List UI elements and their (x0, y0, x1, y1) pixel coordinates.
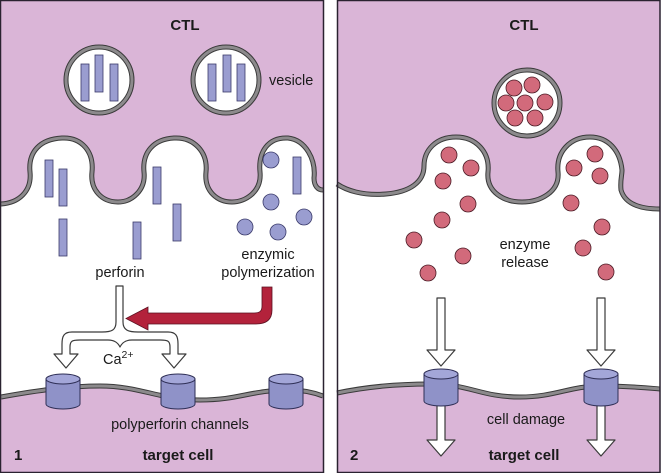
enzyme-dot (262, 193, 280, 211)
enzyme-granule (419, 264, 437, 282)
panel-2-released-enzymes (405, 145, 615, 282)
panel-2-arrow-out-left (426, 403, 456, 457)
enzyme-dot (236, 218, 254, 236)
panel-2: CTL enzyme release cell damage target ce… (335, 0, 661, 473)
perforin-rod (222, 54, 232, 93)
panel-1-red-arrow (125, 286, 273, 331)
calcium-charge: 2+ (122, 349, 134, 361)
panel-1-enzymic-label: enzymic (241, 247, 294, 263)
panel-2-ctl-membrane-fill (336, 135, 661, 211)
panel-2-damage-label: cell damage (487, 412, 565, 428)
enzyme-granule (574, 239, 592, 257)
perforin-rod (292, 156, 302, 195)
enzyme-granule (506, 109, 524, 127)
panel-2-enzyme-label: enzyme (500, 237, 551, 253)
enzyme-granule (433, 211, 451, 229)
perforin-rod (172, 203, 182, 242)
perforin-rod (109, 63, 119, 102)
panel-2-arrow-out-right (586, 403, 616, 457)
panel-1-vesicle-right (190, 44, 262, 116)
panel-1-polymerization-label: polymerization (221, 265, 315, 281)
enzyme-granule (586, 145, 604, 163)
perforin-rod (207, 63, 217, 102)
perforin-rod (58, 168, 68, 207)
panel-1-channels-label: polyperforin channels (111, 417, 249, 433)
perforin-rod (58, 218, 68, 257)
perforin-rod (132, 221, 142, 260)
enzyme-dot (262, 151, 280, 169)
panel-2-number: 2 (350, 447, 358, 464)
enzyme-granule (434, 172, 452, 190)
panel-1-enzyme-dots (236, 151, 313, 241)
enzyme-granule (462, 159, 480, 177)
panel-2-target-label: target cell (489, 447, 560, 464)
enzyme-granule (591, 167, 609, 185)
panel-2-target-cell (337, 384, 660, 472)
panel-1-number: 1 (14, 447, 22, 464)
panel-1-target-label: target cell (143, 447, 214, 464)
panel-2-vesicle (491, 67, 563, 139)
panel-1-ctl-label: CTL (170, 17, 199, 34)
panel-1-target-cell (1, 386, 323, 472)
perforin-rod (152, 166, 162, 205)
enzyme-dot (295, 208, 313, 226)
perforin-rod (236, 63, 246, 102)
enzyme-granule (526, 109, 544, 127)
enzyme-granule (565, 159, 583, 177)
enzyme-granule (440, 146, 458, 164)
panel-2-arrow-in-left (426, 297, 456, 367)
enzyme-granule (405, 231, 423, 249)
enzyme-granule (523, 76, 541, 94)
panel-1-perforin-rods (44, 156, 302, 260)
panel-1-ctl-membrane-fill (0, 136, 324, 206)
enzyme-granule (593, 218, 611, 236)
enzyme-granule (597, 263, 615, 281)
panel-2-channel-right (583, 368, 619, 407)
panel-2-release-label: release (501, 255, 549, 271)
panel-1-perforin-label: perforin (95, 265, 144, 281)
enzyme-granule (505, 79, 523, 97)
enzyme-granule (562, 194, 580, 212)
panel-1-channel (268, 373, 304, 410)
panel-1: CTL vesicle perforin enzymic polymerizat… (0, 0, 325, 473)
enzyme-granule (459, 195, 477, 213)
enzyme-granule (516, 94, 534, 112)
panel-1-forked-arrow (53, 285, 187, 369)
panel-2-channel-left (423, 368, 459, 407)
panel-2-arrow-in-right (586, 297, 616, 367)
panel-1-calcium-label: Ca2+ (103, 349, 134, 368)
perforin-rod (80, 63, 90, 102)
enzyme-granule (536, 93, 554, 111)
perforin-rod (94, 54, 104, 93)
enzyme-dot (269, 223, 287, 241)
enzyme-granule (497, 94, 515, 112)
panel-1-channel (45, 373, 81, 410)
panel-1-vesicle-label: vesicle (269, 73, 313, 89)
panel-1-vesicle-left (63, 44, 135, 116)
panel-2-ctl-label: CTL (509, 17, 538, 34)
perforin-rod (44, 159, 54, 198)
enzyme-granule (454, 247, 472, 265)
calcium-symbol: Ca (103, 352, 122, 368)
panel-1-channel (160, 373, 196, 410)
